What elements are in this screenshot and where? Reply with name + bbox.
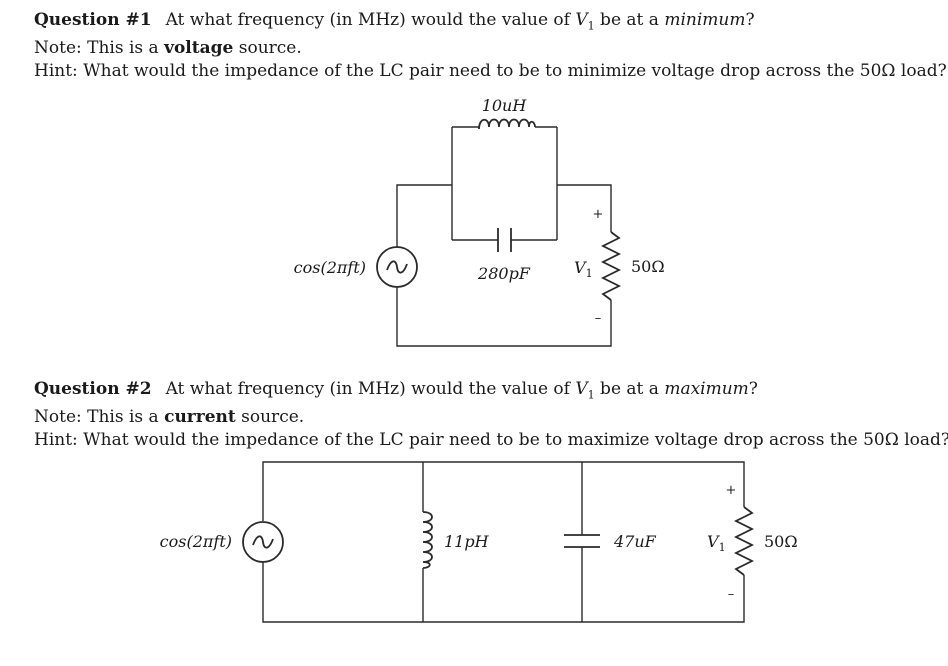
circuit-1-inductor-label: 10uH <box>482 96 528 115</box>
question-1-hint: Hint: What would the impedance of the LC… <box>34 61 947 82</box>
question-2-note-suffix: source. <box>235 407 305 428</box>
circuit-2-source <box>242 521 284 563</box>
question-2-text-mid: be at a <box>594 379 665 399</box>
question-1-block: Question #1 At what frequency (in MHz) wo… <box>34 9 947 83</box>
circuit-2-inductor <box>422 511 433 569</box>
circuit-1-wire-left <box>396 184 452 247</box>
question-2-var-sub: 1 <box>587 388 595 402</box>
circuit-2-sine-icon <box>252 535 274 549</box>
circuit-1-resistor <box>600 231 622 301</box>
question-2-text-after: ? <box>748 379 758 399</box>
question-1-emphasis: minimum <box>664 10 746 30</box>
question-1-note: Note: This is a voltage source. <box>34 37 938 60</box>
question-2-label: Question #2 <box>34 379 152 399</box>
circuit-1-minus: – <box>595 311 602 326</box>
question-2-var: V <box>575 379 588 399</box>
question-2-note: Note: This is a current source. <box>34 406 938 429</box>
circuit-1-capacitor-label: 280pF <box>477 264 531 283</box>
circuit-2-wire-top <box>262 461 745 521</box>
question-2-hint: Hint: What would the impedance of the LC… <box>34 430 948 451</box>
question-1-text-before: At what frequency (in MHz) would the val… <box>165 10 576 30</box>
question-2-note-bold: current <box>164 407 236 428</box>
question-1-note-bold: voltage <box>164 38 234 59</box>
circuit-2-inductor-label: 11pH <box>444 532 490 551</box>
question-2-line: Question #2 At what frequency (in MHz) wo… <box>34 378 938 406</box>
question-1-text-mid: be at a <box>594 10 665 30</box>
circuit-1-inductor <box>478 118 536 130</box>
circuit-1-resistor-label: 50Ω <box>631 257 665 276</box>
circuit-1-wire-bottom <box>396 287 612 347</box>
circuit-1-voltage-sub: 1 <box>586 267 593 280</box>
circuit-2-wire-bottom <box>262 562 745 623</box>
circuit-2-resistor <box>733 506 755 576</box>
circuit-1-plus: + <box>593 207 604 222</box>
circuit-1-source <box>376 246 418 288</box>
circuit-2-source-label: cos(2πft) <box>160 532 232 551</box>
question-1-text-after: ? <box>745 10 755 30</box>
question-1-line: Question #1 At what frequency (in MHz) wo… <box>34 9 938 37</box>
question-2-block: Question #2 At what frequency (in MHz) wo… <box>34 378 948 452</box>
question-1-note-prefix: Note: This is a <box>34 38 165 59</box>
question-1-var-sub: 1 <box>587 19 595 33</box>
question-1-note-suffix: source. <box>233 38 302 59</box>
circuit-1-wire-right <box>557 184 612 232</box>
question-2-note-prefix: Note: This is a <box>34 407 165 428</box>
circuit-1-voltage-label: V1 <box>574 258 593 280</box>
circuit-1-source-label: cos(2πft) <box>294 258 366 277</box>
circuit-1: 10uH 280pF cos(2πft) 50Ω + – V1 <box>294 96 665 347</box>
circuit-1-voltage-var: V <box>574 258 587 277</box>
circuit-2-plus: + <box>726 483 737 498</box>
circuit-2-voltage-label: V1 <box>707 532 726 554</box>
question-2-emphasis: maximum <box>664 379 749 399</box>
circuit-1-sine-icon <box>386 260 408 274</box>
circuit-2: cos(2πft) 11pH 47uF 50Ω + – V1 <box>160 461 798 623</box>
circuit-2-minus: – <box>728 587 735 602</box>
question-1-label: Question #1 <box>34 10 152 30</box>
circuit-2-resistor-label: 50Ω <box>764 532 798 551</box>
circuit-2-capacitor-label: 47uF <box>613 532 657 551</box>
question-1-var: V <box>575 10 588 30</box>
question-2-text-before: At what frequency (in MHz) would the val… <box>165 379 576 399</box>
circuit-2-voltage-sub: 1 <box>719 541 726 554</box>
circuit-2-voltage-var: V <box>707 532 720 551</box>
